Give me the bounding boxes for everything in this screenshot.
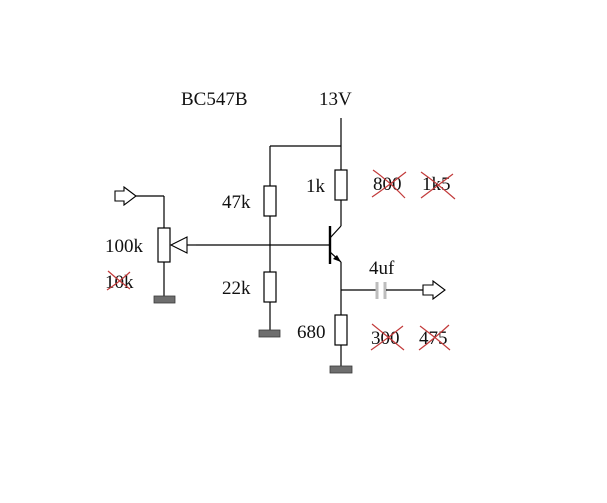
supply-rail (269, 118, 342, 186)
collector-crossed-value-1: 800 (371, 169, 407, 199)
ground-symbol (153, 295, 176, 304)
input-arrow-icon (114, 185, 137, 207)
npn-transistor (328, 225, 342, 264)
potentiometer-wiper-icon (169, 236, 188, 254)
bias-resistor-top-label: 47k (222, 192, 251, 213)
bias-resistor-top (263, 185, 277, 217)
supply-voltage-label: 13V (319, 89, 352, 110)
collector-alt-label: 800 (373, 174, 402, 195)
potentiometer (157, 227, 171, 263)
transistor-label: BC547B (181, 89, 248, 110)
emitter-crossed-value-2: 475 (418, 324, 451, 351)
emitter-resistor (334, 314, 348, 346)
potentiometer-crossed-value: 10k (105, 270, 134, 293)
capacitor-label: 4uf (369, 258, 395, 279)
emitter-alt-label: 300 (371, 328, 400, 349)
collector-resistor-label: 1k (306, 176, 326, 197)
collector-crossed-value-2: 1k5 (420, 171, 456, 200)
emitter-resistor-label: 680 (297, 322, 326, 343)
bias-resistor-bottom (263, 271, 277, 303)
ground-symbol (258, 329, 281, 338)
potentiometer-alt-label: 10k (105, 272, 134, 293)
output-arrow-icon (422, 279, 446, 301)
emitter-crossed-value-1: 300 (370, 323, 405, 351)
bias-resistor-bottom-label: 22k (222, 278, 251, 299)
potentiometer-label: 100k (105, 236, 144, 257)
ground-symbol (329, 365, 353, 374)
collector-resistor (334, 169, 348, 201)
